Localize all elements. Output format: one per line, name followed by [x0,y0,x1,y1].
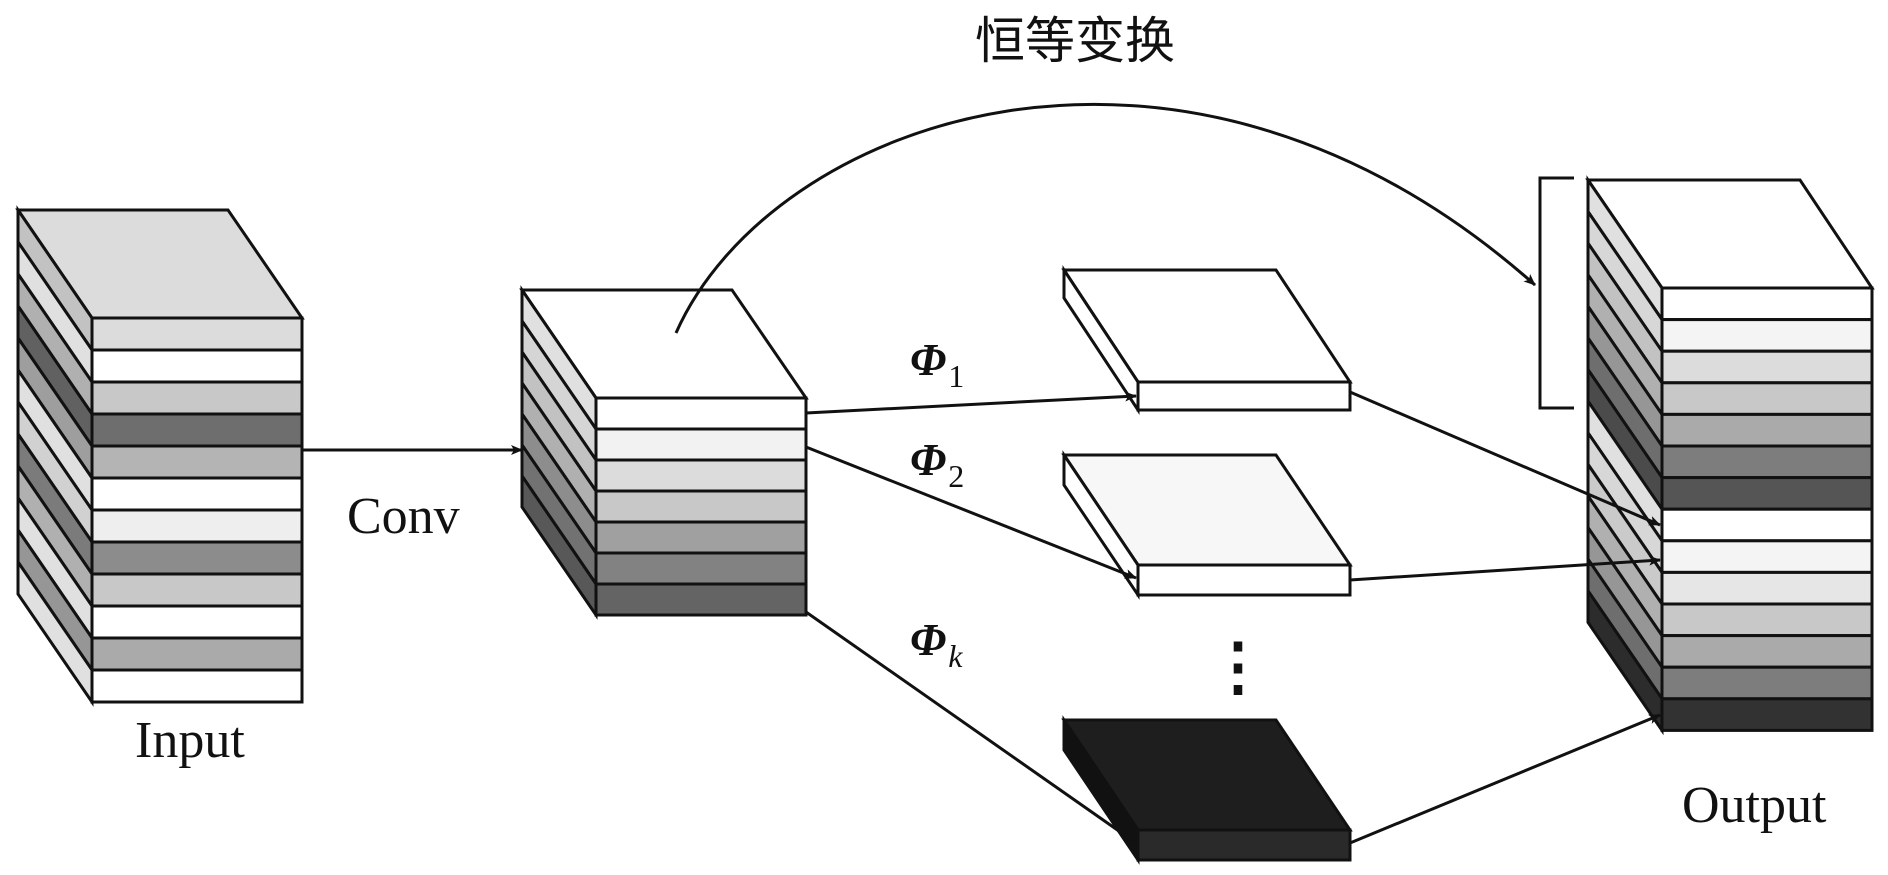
output-layer [1660,318,1874,353]
input-layer [90,316,304,352]
intrinsic-slab-1 [1061,265,1353,415]
output-front-face [1660,286,1874,732]
phi-k-arrow [805,610,1137,845]
conv-layer [594,551,808,586]
slab-2-to-output-arrow [1349,555,1661,582]
output-label: Output [1682,777,1827,834]
conv-layer [594,582,808,617]
phi-1-label: Φ1 [910,334,964,394]
conv-layer [594,458,808,493]
input-layer [90,508,304,544]
output-layer [1660,665,1874,701]
output-layer [1660,349,1874,385]
input-layer [90,540,304,576]
output-layer [1660,444,1874,480]
conv-layer [594,489,808,524]
phi-k-label: Φk [910,614,963,674]
identity-arc [674,102,1536,334]
conv-feature-block [519,285,809,620]
output-bracket [1538,176,1574,410]
input-front-face [90,316,304,704]
input-layer [90,412,304,448]
input-layer [90,668,304,704]
output-layer [1660,286,1874,322]
phi-2-arrow [805,445,1137,580]
output-layer [1660,602,1874,638]
phi-1-arrow [805,391,1137,415]
slab-1-to-output-arrow [1349,390,1661,527]
output-feature-block [1585,175,1875,736]
input-layer [90,444,304,480]
slab-2-front [1136,563,1352,597]
identity-transform-label: 恒等变换 [975,12,1175,70]
output-layer [1660,507,1874,543]
output-layer [1660,412,1874,448]
phi-2-label: Φ2 [910,434,964,494]
conv-layer [594,396,808,431]
input-feature-block [15,205,305,707]
input-layer [90,380,304,416]
input-side-face [16,205,94,707]
output-layer [1660,476,1874,511]
conv-layer [594,427,808,462]
conv-layer [594,520,808,555]
slab-1-front [1136,380,1352,412]
intrinsic-slab-k [1061,715,1353,865]
input-layer [90,476,304,512]
output-layer [1660,697,1874,732]
output-layer [1660,634,1874,669]
output-layer [1660,381,1874,416]
input-layer [90,572,304,608]
input-layer [90,604,304,640]
output-layer [1660,570,1874,606]
input-layer [90,636,304,672]
slab-k-to-output-arrow [1349,713,1661,845]
intrinsic-slab-2 [1061,450,1353,600]
conv-front-face [594,396,808,617]
input-label: Input [135,712,245,769]
conv-label: Conv [347,488,460,545]
slab-k-front [1136,828,1352,862]
output-layer [1660,539,1874,574]
input-layer [90,348,304,384]
ellipsis-dots: ⋮ [1206,631,1270,702]
